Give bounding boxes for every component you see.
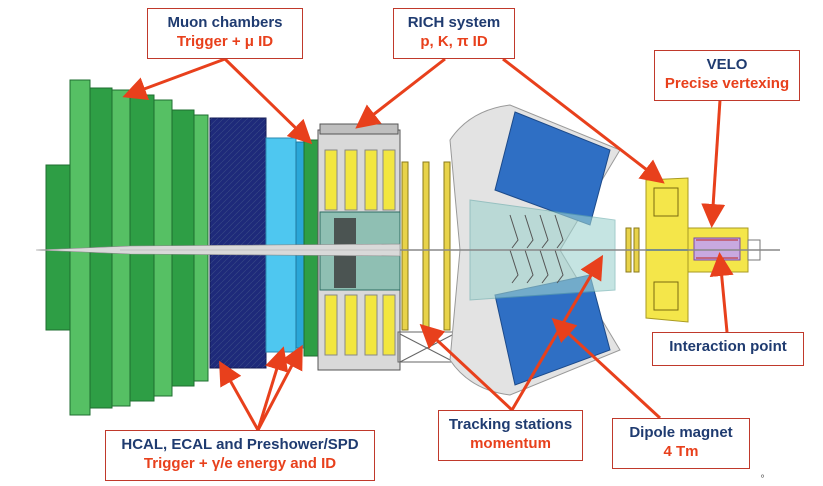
beam-pipe — [35, 243, 780, 257]
tracking-title: Tracking stations — [448, 416, 573, 433]
tracking-subtitle: momentum — [470, 435, 551, 452]
label-dipole-magnet: Dipole magnet 4 Tm — [612, 418, 750, 469]
annotation-arrows — [122, 57, 734, 431]
hcal-texture — [210, 118, 266, 368]
arrow-tracking-1 — [419, 323, 514, 412]
arrow-rich-1 — [502, 57, 665, 184]
label-rich-system: RICH system p, K, π ID — [393, 8, 515, 59]
rich-subtitle: p, K, π ID — [420, 33, 488, 50]
rich-title: RICH system — [407, 14, 501, 31]
calo-subtitle: Trigger + γ/e energy and ID — [143, 455, 337, 472]
velo-title: VELO — [706, 56, 748, 73]
arrow-velo — [701, 99, 726, 228]
arrow-dipole — [551, 317, 662, 420]
dipole-title: Dipole magnet — [629, 424, 733, 441]
velo-subtitle: Precise vertexing — [664, 75, 790, 92]
arrow-interaction — [709, 252, 734, 333]
label-interaction-point: Interaction point — [652, 332, 804, 366]
dipole-subtitle: 4 Tm — [663, 443, 699, 460]
label-velo: VELO Precise vertexing — [654, 50, 800, 101]
muon-subtitle: Trigger + μ ID — [176, 33, 274, 50]
arrow-muon-1 — [122, 57, 226, 100]
calo-title: HCAL, ECAL and Preshower/SPD — [121, 436, 359, 453]
label-muon-chambers: Muon chambers Trigger + μ ID — [147, 8, 303, 59]
tracking-stations-drawing — [397, 161, 457, 363]
arrow-calo-ecal — [256, 346, 289, 431]
label-tracking-stations: Tracking stations momentum — [438, 410, 583, 461]
muon-title: Muon chambers — [167, 14, 283, 31]
footer-mark: ° — [760, 474, 765, 485]
label-calorimeters: HCAL, ECAL and Preshower/SPD Trigger + γ… — [105, 430, 375, 481]
arrow-rich-2 — [355, 57, 446, 129]
arrow-calo-preshower — [256, 344, 303, 431]
arrow-muon-2 — [223, 57, 313, 145]
interaction-title: Interaction point — [669, 338, 787, 355]
arrow-calo-hcal — [219, 360, 260, 431]
